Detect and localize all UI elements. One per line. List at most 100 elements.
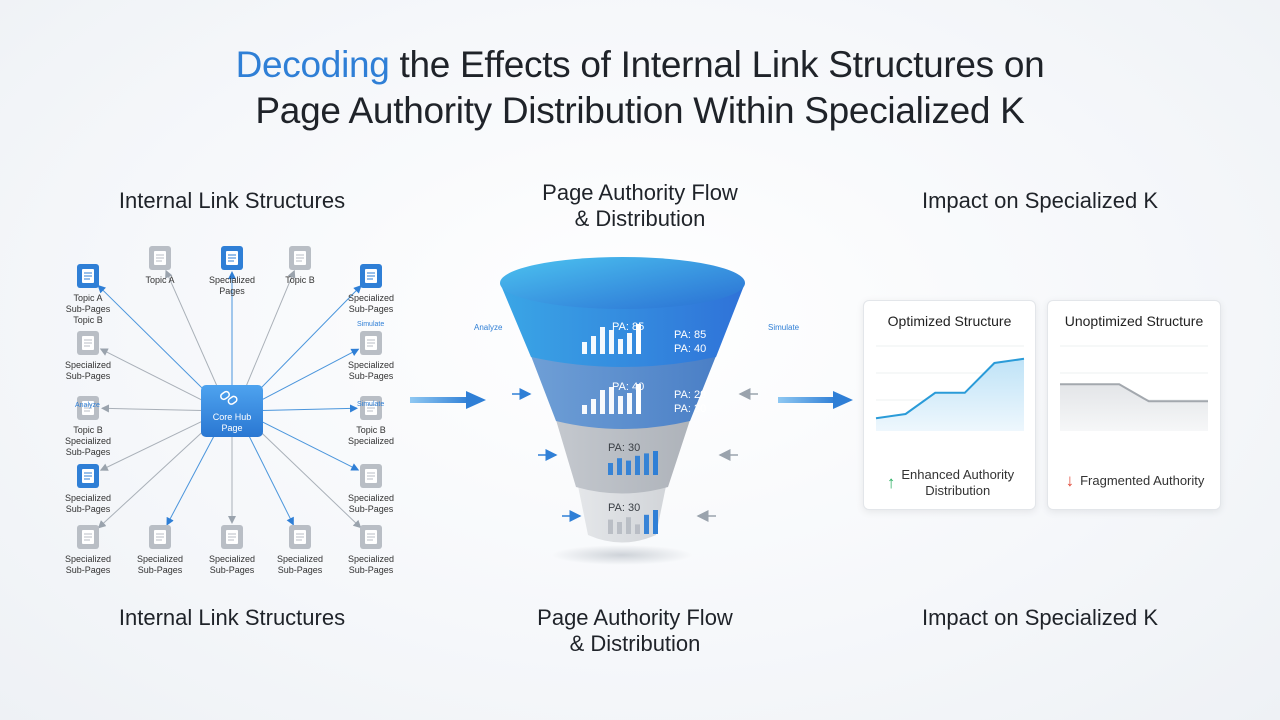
link-line [245, 430, 294, 526]
page-node-label: Topic A [73, 293, 102, 303]
unoptimized-trend-line [1060, 383, 1208, 403]
funnel-bar [626, 460, 631, 475]
document-icon [289, 525, 311, 549]
funnel-bar [617, 522, 622, 534]
link-line [258, 419, 360, 471]
section-label-flow-top-line2: & Distribution [574, 206, 706, 231]
network-tiny-label-right-1: Simulate [357, 321, 384, 328]
document-icon [77, 396, 99, 420]
arrow-down-icon: ↓ [1065, 471, 1075, 490]
document-icon [360, 525, 382, 549]
title-accent: Decoding [235, 44, 390, 85]
page-node-label: Sub-Pages [66, 371, 111, 381]
section-label-links-top: Internal Link Structures [118, 188, 346, 213]
page-node-label: Sub-Pages [66, 504, 111, 514]
page-node-n2[interactable]: Topic A [145, 246, 175, 285]
document-icon [360, 331, 382, 355]
unoptimized-card-footer: ↓ Fragmented Authority [1060, 471, 1210, 490]
funnel-bar [626, 517, 631, 534]
funnel-bar [618, 339, 623, 354]
link-icon [220, 390, 238, 405]
page-node-label: Specialized [65, 554, 111, 564]
section-label-flow-top: Page Authority Flow & Distribution [500, 180, 780, 232]
core-hub-node[interactable]: Core Hub Page [201, 385, 263, 437]
funnel-bar [644, 514, 649, 534]
funnel-bar [591, 399, 596, 414]
document-icon [77, 464, 99, 488]
tier4-pa-main: PA: 30 [608, 502, 640, 514]
arrow-up-icon: ↑ [886, 473, 896, 492]
tier2-pa-side-2: PA: 30 [674, 403, 706, 415]
page-node-label: Sub-Pages [349, 565, 394, 575]
network-tiny-label-right-2: Simulate [357, 401, 384, 408]
unoptimized-structure-card: Unoptimized Structure ↓ Fragmented Autho… [1047, 300, 1221, 510]
optimized-foot-line2: Distribution [925, 483, 991, 498]
funnel-tier-4 [578, 486, 666, 543]
link-line [100, 404, 203, 413]
page-title: Decoding the Effects of Internal Link St… [0, 42, 1280, 134]
funnel-bar [600, 390, 605, 414]
tier3-pa-main: PA: 30 [608, 442, 640, 454]
page-node-label: Sub-Pages [210, 565, 255, 575]
document-icon [77, 331, 99, 355]
network-tiny-label-left: Analyze [75, 402, 100, 409]
link-line [261, 404, 359, 413]
page-node-label: Sub-Pages [138, 565, 183, 575]
page-node-label: Specialized [65, 493, 111, 503]
link-line [253, 425, 362, 529]
hub-label-line1: Core Hub [213, 412, 252, 422]
document-icon [149, 246, 171, 270]
page-node-label: Specialized [209, 554, 255, 564]
document-icon [77, 264, 99, 288]
funnel-top [500, 257, 745, 309]
funnel-bar [653, 451, 658, 475]
funnel-bar [582, 342, 587, 354]
section-label-flow-bottom-line2: & Distribution [569, 631, 701, 656]
unoptimized-trend-chart [1060, 345, 1208, 431]
funnel-bar [618, 396, 623, 414]
optimized-foot-line1: Enhanced Authority [901, 467, 1015, 482]
document-icon [149, 525, 171, 549]
funnel-tier-2 [531, 356, 716, 429]
page-node-label: Specialized [348, 436, 394, 446]
section-label-flow-bottom: Page Authority Flow & Distribution [495, 605, 775, 657]
funnel-bar [608, 463, 613, 475]
funnel-bar [582, 405, 587, 414]
section-label-flow-top-line1: Page Authority Flow [542, 180, 738, 205]
link-lines [97, 269, 362, 529]
funnel-bar [609, 387, 614, 414]
flow-arrow-right [778, 391, 853, 409]
optimized-card-title: Optimized Structure [887, 313, 1012, 329]
page-node-label: Specialized [348, 493, 394, 503]
flow-arrow-left [410, 391, 486, 409]
page-node-n4[interactable]: Topic B [285, 246, 315, 285]
page-node-label: Specialized [65, 360, 111, 370]
page-node-label: Specialized [348, 360, 394, 370]
funnel-bar [644, 453, 649, 475]
unoptimized-trend-area [1060, 384, 1208, 431]
page-node-label: Sub-Pages [349, 504, 394, 514]
page-node-label: Topic B [356, 425, 386, 435]
funnel-bar [608, 519, 613, 534]
funnel-bar [609, 330, 614, 354]
document-icon [360, 464, 382, 488]
link-line [97, 284, 211, 397]
link-line [99, 348, 206, 403]
link-line [165, 269, 220, 392]
section-label-impact-bottom: Impact on Specialized K [921, 605, 1159, 630]
